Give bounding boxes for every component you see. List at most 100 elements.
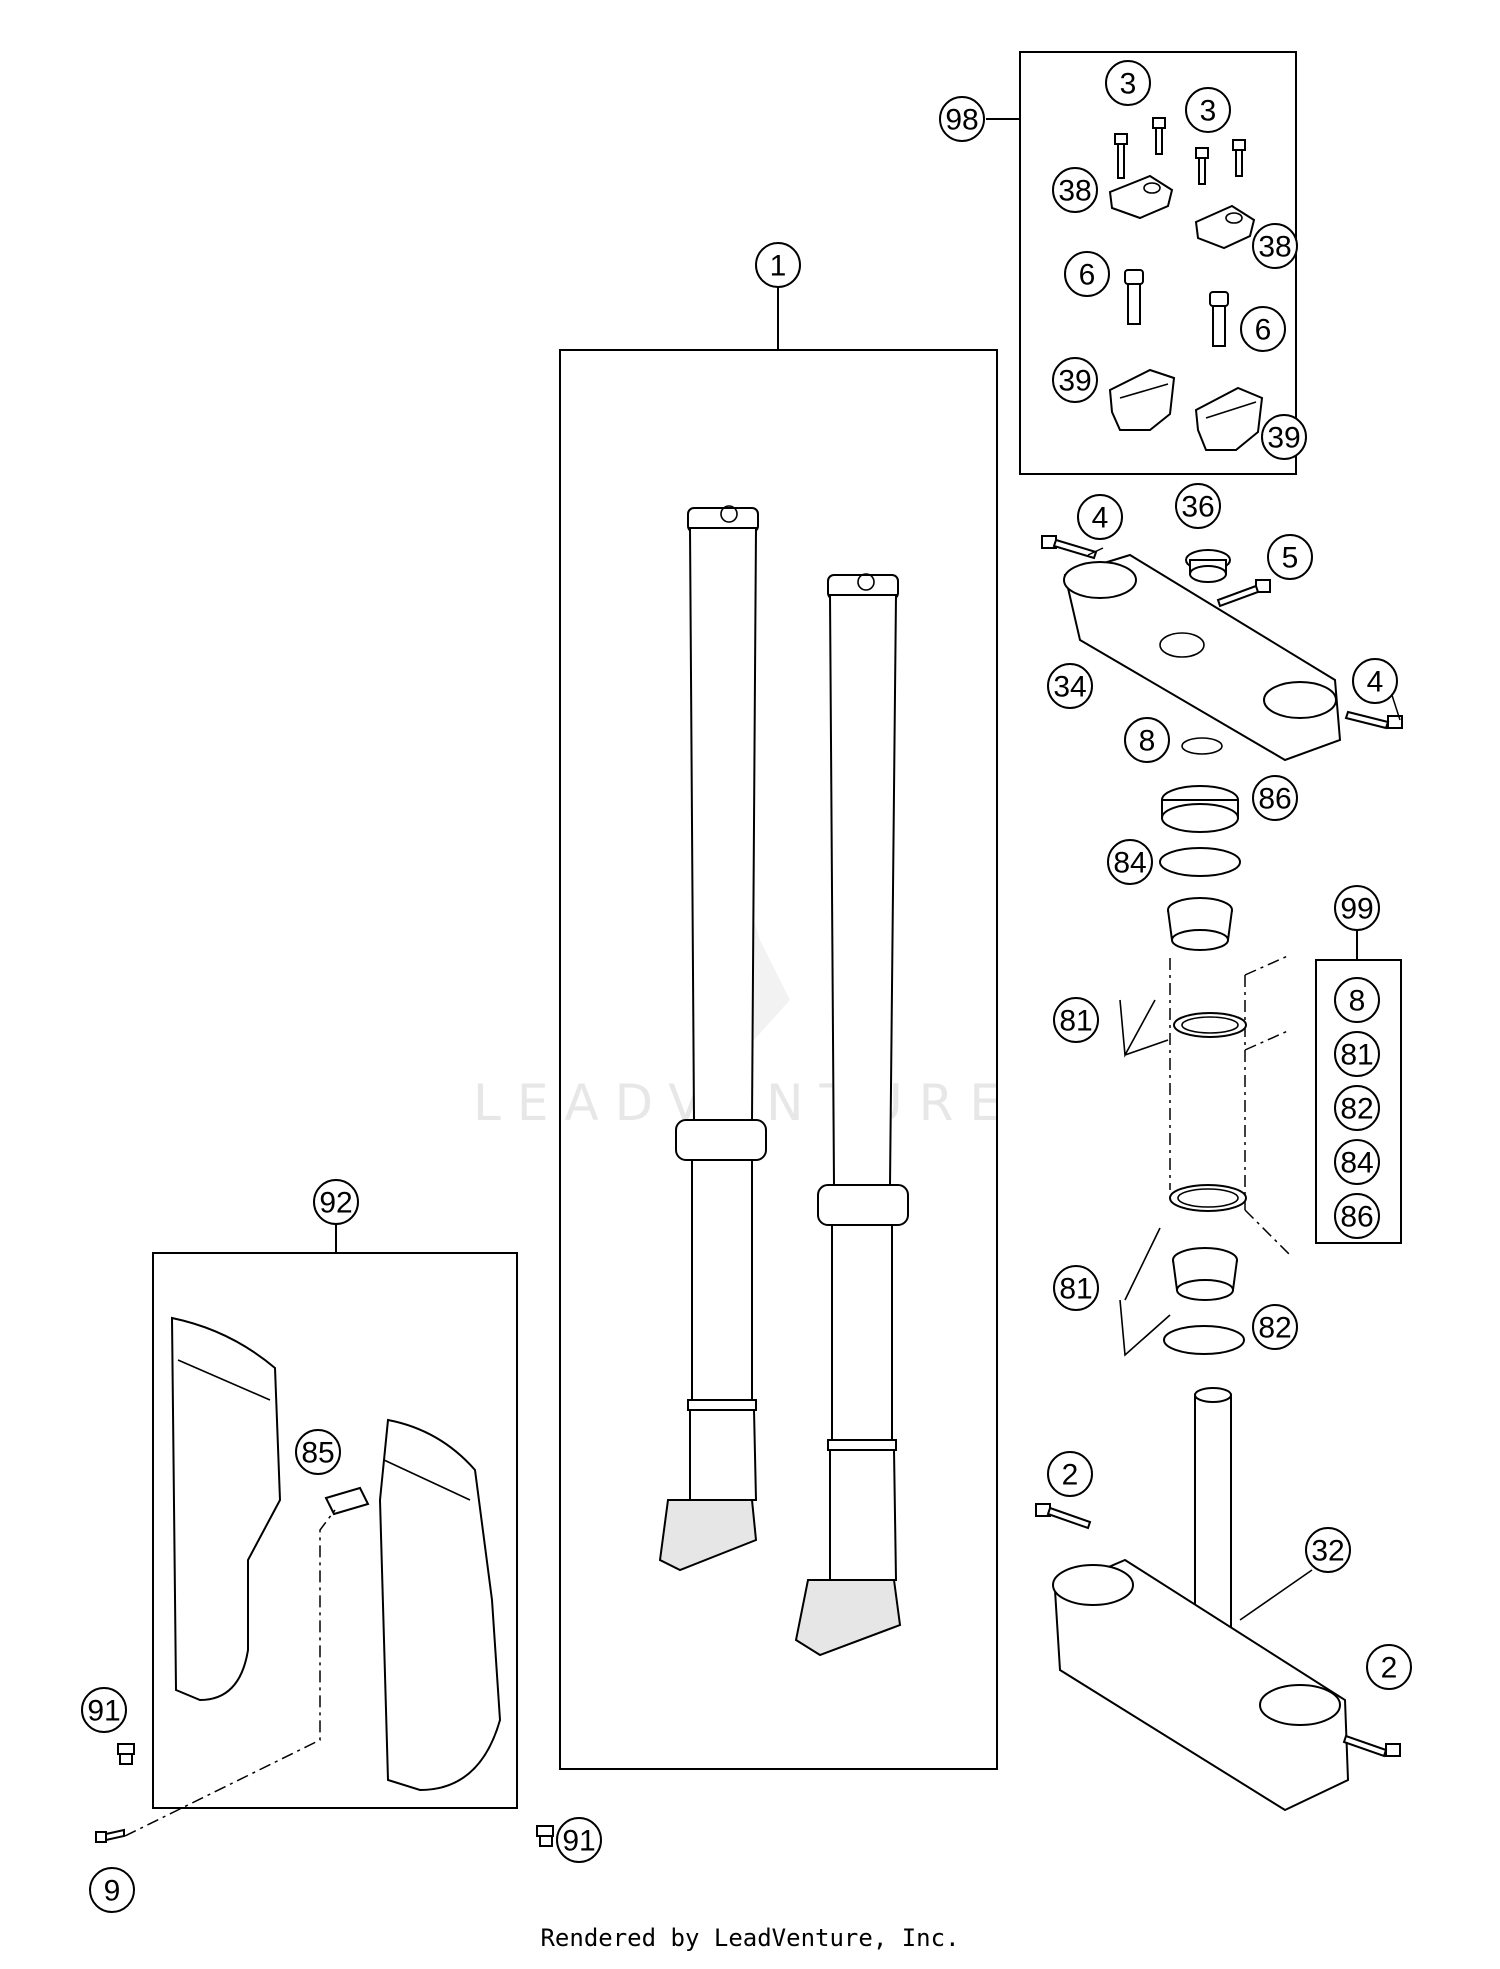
callout-label: 6 — [1079, 259, 1096, 292]
callout-4: 4 — [1352, 658, 1398, 704]
clip-85 — [324, 1486, 370, 1516]
callout-label: 9 — [104, 1875, 121, 1908]
callout-label: 81 — [1059, 1273, 1092, 1306]
dust-cover-86 — [1161, 785, 1239, 833]
callout-label: 6 — [1255, 314, 1272, 347]
callout-circle — [1185, 87, 1231, 133]
callout-label: 2 — [1381, 1652, 1398, 1685]
callout-circle — [556, 1817, 602, 1863]
screw-3-right-a — [1195, 147, 1209, 185]
fork-protector-right — [378, 1418, 502, 1792]
bolt-2-upper — [1035, 1503, 1092, 1530]
callout-3: 3 — [1185, 87, 1231, 133]
callout-circle — [755, 242, 801, 288]
bolt-4-upper — [1041, 535, 1098, 560]
callout-39: 39 — [1261, 414, 1307, 460]
callout-81: 81 — [1053, 997, 1099, 1043]
callout-circle — [1175, 483, 1221, 529]
dashed-assembly-line — [124, 1509, 336, 1837]
race-81-lower — [1169, 1184, 1247, 1212]
callout-label: 91 — [87, 1695, 120, 1728]
callout-circle — [1261, 414, 1307, 460]
kit-98-box — [1019, 51, 1297, 475]
callout-circle — [1053, 1265, 1099, 1311]
bolt-6-right — [1209, 291, 1229, 347]
callout-99: 99 — [1334, 885, 1380, 931]
handlebar-support-39-right — [1194, 386, 1264, 451]
kit-99-item: 84 — [1334, 1139, 1380, 1185]
callout-label: 8 — [1139, 725, 1156, 758]
callout-label: 34 — [1053, 671, 1086, 704]
callout-circle — [81, 1687, 127, 1733]
callout-91: 91 — [556, 1817, 602, 1863]
callout-circle — [313, 1179, 359, 1225]
callout-6: 6 — [1064, 251, 1110, 297]
callout-circle — [1334, 1139, 1380, 1185]
top-triple-clamp-34 — [1063, 553, 1342, 762]
callout-circle — [1305, 1527, 1351, 1573]
callout-label: 99 — [1340, 893, 1373, 926]
screw-91-right — [536, 1825, 554, 1847]
fork-assembly-box — [559, 349, 998, 1770]
footer-text: Rendered by LeadVenture, Inc. — [540, 1924, 960, 1952]
fork-leg-left — [658, 505, 767, 1572]
callout-circle — [1124, 717, 1170, 763]
callout-label: 32 — [1311, 1535, 1344, 1568]
callout-label: 2 — [1062, 1459, 1079, 1492]
callout-circle — [1052, 357, 1098, 403]
callout-circle — [939, 96, 985, 142]
bottom-triple-clamp-32 — [1052, 1387, 1350, 1812]
callout-label: 4 — [1367, 666, 1384, 699]
o-ring-8 — [1181, 737, 1223, 755]
kit-99-box — [1315, 959, 1402, 1244]
callout-label: 86 — [1340, 1201, 1373, 1234]
callout-label: 91 — [562, 1825, 595, 1858]
callout-label: 38 — [1258, 231, 1291, 264]
callout-label: 5 — [1282, 542, 1299, 575]
callout-98: 98 — [939, 96, 985, 142]
callout-82: 82 — [1252, 1304, 1298, 1350]
callout-label: 4 — [1092, 502, 1109, 535]
handlebar-clamp-38-left — [1108, 174, 1174, 220]
callout-label: 3 — [1200, 95, 1217, 128]
callout-label: 84 — [1113, 847, 1146, 880]
callout-label: 39 — [1058, 365, 1091, 398]
callout-circle — [1252, 223, 1298, 269]
callout-label: 82 — [1258, 1312, 1291, 1345]
callout-2: 2 — [1366, 1644, 1412, 1690]
callout-85: 85 — [295, 1429, 341, 1475]
screw-91-left — [117, 1743, 135, 1765]
callout-label: 81 — [1059, 1005, 1092, 1038]
bolt-2-lower — [1342, 1734, 1401, 1758]
callout-38: 38 — [1052, 167, 1098, 213]
bearing-81-upper — [1167, 897, 1233, 951]
callout-circle — [1252, 1304, 1298, 1350]
seal-82 — [1163, 1325, 1245, 1355]
callout-circle — [1240, 306, 1286, 352]
fork-protector-left — [170, 1316, 282, 1702]
callout-circle — [1107, 839, 1153, 885]
callout-9: 9 — [89, 1867, 135, 1913]
callout-label: 82 — [1340, 1093, 1373, 1126]
callout-6: 6 — [1240, 306, 1286, 352]
callout-84: 84 — [1107, 839, 1153, 885]
callout-circle — [1105, 60, 1151, 106]
bolt-5 — [1216, 579, 1271, 608]
callout-2: 2 — [1047, 1451, 1093, 1497]
callout-circle — [1047, 663, 1093, 709]
race-81-upper — [1173, 1012, 1247, 1038]
callout-3: 3 — [1105, 60, 1151, 106]
callout-label: 86 — [1258, 783, 1291, 816]
callout-label: 84 — [1340, 1147, 1373, 1180]
callout-4: 4 — [1077, 494, 1123, 540]
screw-9 — [95, 1828, 125, 1843]
callout-circle — [1352, 658, 1398, 704]
callout-circle — [1052, 167, 1098, 213]
bolt-6-left — [1124, 269, 1144, 325]
callout-label: 1 — [770, 250, 787, 283]
callout-circle — [1252, 775, 1298, 821]
seal-84 — [1159, 847, 1241, 877]
